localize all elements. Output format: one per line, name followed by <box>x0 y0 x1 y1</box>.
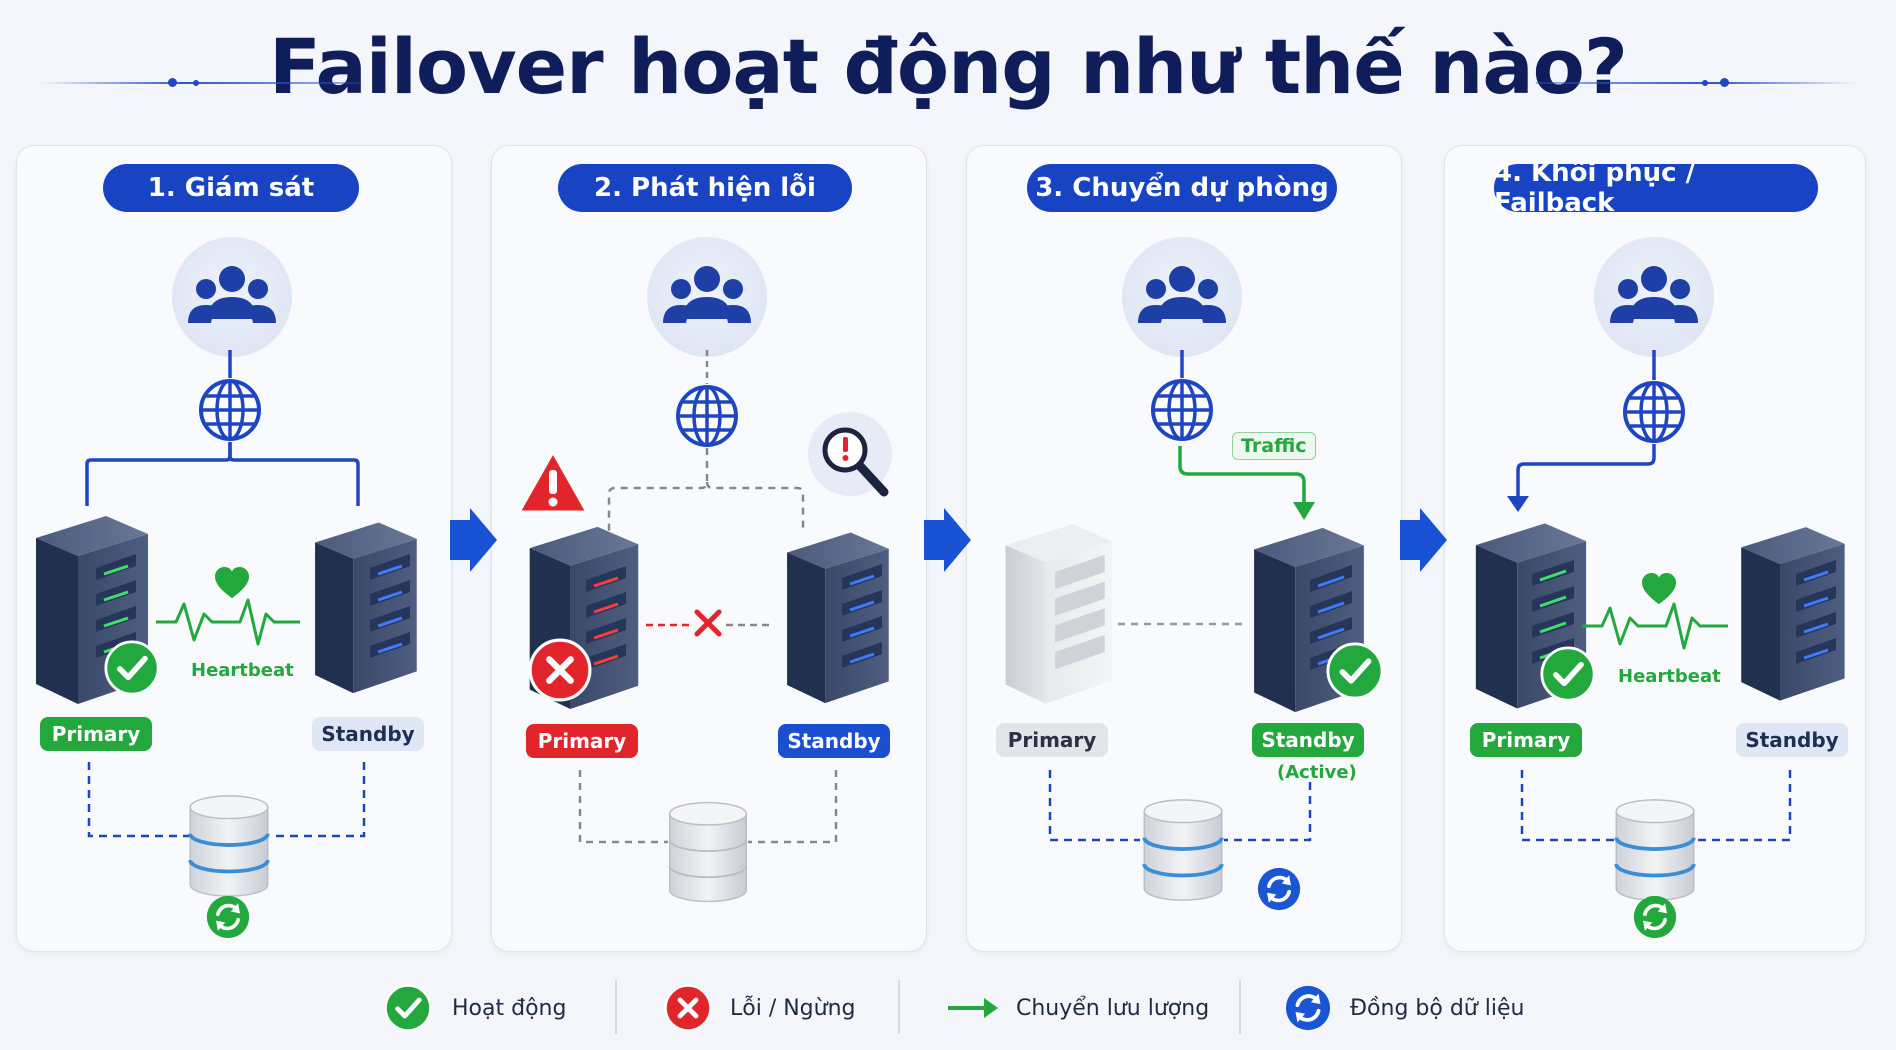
legend-item-active: Hoạt động <box>434 978 566 1038</box>
traffic-arrow-icon <box>1293 502 1315 520</box>
step-title-monitor: 1. Giám sát <box>103 164 359 212</box>
database-icon <box>668 801 748 903</box>
check-circle-icon <box>386 986 431 1031</box>
legend-item-sync: Đồng bộ dữ liệu <box>1332 978 1524 1038</box>
panel3-graphics <box>1005 237 1383 912</box>
legend-label: Hoạt động <box>452 995 567 1021</box>
sync-icon <box>1632 894 1678 940</box>
primary-label: Primary <box>1470 723 1582 757</box>
legend-label: Đồng bộ dữ liệu <box>1350 995 1525 1021</box>
globe-icon <box>199 379 261 441</box>
step-title-detect: 2. Phát hiện lỗi <box>558 164 852 212</box>
database-icon <box>188 794 270 898</box>
step-title-failover: 3. Chuyển dự phòng <box>1027 164 1337 212</box>
heart-icon <box>1642 572 1676 605</box>
server-led-bars <box>96 554 136 658</box>
warning-icon <box>517 450 589 514</box>
globe-icon <box>676 385 738 447</box>
standby-label: Standby <box>1736 723 1848 757</box>
check-circle-icon <box>1328 644 1382 698</box>
step-arrow-icon <box>924 508 971 572</box>
title-dot-right-small <box>1702 80 1708 86</box>
step-arrow-icon <box>450 508 497 572</box>
step-title-failback: 4. Khôi phục / Failback <box>1494 158 1818 218</box>
step-arrow-icon <box>1400 508 1447 572</box>
page-title: Failover hoạt động như thế nào? <box>269 22 1628 111</box>
active-note: (Active) <box>1277 762 1357 783</box>
primary-label: Primary <box>40 717 152 751</box>
legend-separator <box>898 980 900 1034</box>
database-icon <box>1614 798 1696 902</box>
standby-active-label: Standby <box>1252 723 1364 757</box>
primary-failed-label: Primary <box>526 724 638 758</box>
legend-item-error: Lỗi / Ngừng <box>712 978 856 1038</box>
sync-icon <box>1284 984 1332 1032</box>
legend-label: Chuyển lưu lượng <box>1016 995 1210 1021</box>
heartbeat-line <box>156 598 300 646</box>
legend-label: Lỗi / Ngừng <box>730 995 856 1021</box>
title-dot-left <box>168 78 177 87</box>
inactive-primary-server-icon <box>1005 524 1113 704</box>
legend-separator <box>615 980 617 1034</box>
heart-icon <box>215 566 249 599</box>
title-decoration-left <box>40 82 360 84</box>
standby-label: Standby <box>778 724 890 758</box>
heartbeat-label: Heartbeat <box>191 660 294 681</box>
x-circle-icon <box>530 640 590 700</box>
title-dot-left-small <box>193 80 199 86</box>
panel1-graphics <box>36 237 417 940</box>
broken-link-icon <box>694 609 722 637</box>
standby-label: Standby <box>312 717 424 751</box>
heartbeat-line <box>1582 602 1728 650</box>
legend-item-traffic: Chuyển lưu lượng <box>998 978 1209 1038</box>
standby-server-icon <box>787 532 889 704</box>
legend-separator <box>1239 980 1241 1034</box>
title-decoration-right <box>1536 82 1856 84</box>
sync-icon <box>205 894 251 940</box>
users-icon <box>172 237 292 357</box>
standby-server-icon <box>315 522 417 694</box>
users-icon <box>1122 237 1242 357</box>
heartbeat-label: Heartbeat <box>1618 666 1721 687</box>
sync-icon <box>1256 866 1302 912</box>
database-icon <box>1142 798 1224 902</box>
check-circle-icon <box>1542 648 1594 700</box>
traffic-arrow-icon <box>1507 496 1529 512</box>
globe-icon <box>1623 381 1685 443</box>
panel2-graphics <box>517 237 892 903</box>
traffic-label: Traffic <box>1232 432 1316 460</box>
panel4-graphics <box>1475 237 1845 940</box>
standby-server-icon <box>1741 527 1845 701</box>
check-circle-icon <box>106 642 158 694</box>
magnifier-icon <box>808 412 892 497</box>
globe-icon <box>1151 379 1213 441</box>
title-dot-right <box>1720 78 1729 87</box>
x-circle-icon <box>666 986 711 1031</box>
users-icon <box>1594 237 1714 357</box>
primary-inactive-label: Primary <box>996 723 1108 757</box>
green-arrow-icon <box>948 998 998 1018</box>
users-icon <box>647 237 767 357</box>
